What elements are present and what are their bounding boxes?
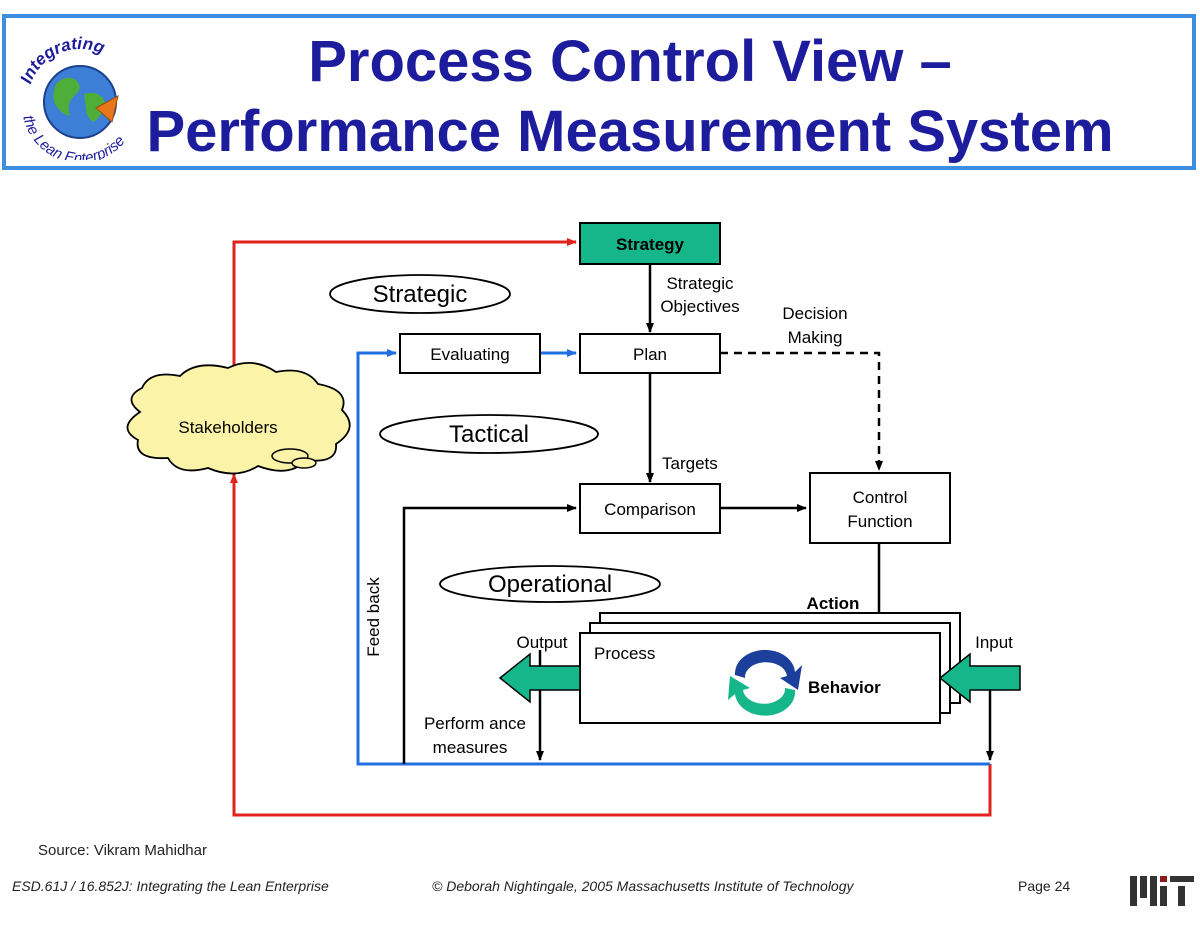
stakeholder-loop-top	[232, 238, 577, 386]
plan-label: Plan	[633, 345, 667, 364]
strategic-level-ellipse	[329, 274, 511, 314]
plan-box	[579, 333, 721, 374]
output-arrow	[498, 652, 581, 704]
targets-label: Targets	[662, 454, 718, 473]
behavior-label: Behavior	[808, 678, 881, 697]
feedback-to-comparison-arrow	[402, 504, 577, 764]
strategic-objectives-label-line1: Strategic	[666, 274, 734, 293]
cycle-icon	[728, 649, 802, 716]
slide-title-line-2: Performance Measurement System	[146, 99, 1114, 164]
mit-logo	[1130, 876, 1194, 906]
integrating-lean-enterprise-logo: Integrating the Lean Enterprise	[16, 34, 128, 160]
comparison-label: Comparison	[604, 500, 696, 519]
control-function-box	[809, 472, 951, 544]
input-label: Input	[975, 633, 1013, 652]
process-label: Process	[594, 644, 655, 663]
tactical-level-ellipse	[379, 414, 599, 454]
evaluating-box	[399, 333, 541, 374]
copyright-label: © Deborah Nightingale, 2005 Massachusett…	[432, 878, 854, 894]
strategy-label: Strategy	[616, 235, 685, 254]
performance-measures-label-line2: measures	[433, 738, 508, 757]
decision-making-label-line1: Decision	[782, 304, 847, 323]
evaluating-label: Evaluating	[430, 345, 509, 364]
control-function-label-line2: Function	[847, 512, 912, 531]
operational-level-ellipse	[439, 565, 661, 603]
slide-title-line-1: Process Control View –	[308, 29, 952, 94]
strategic-objectives-label-line2: Objectives	[660, 297, 739, 316]
strategy-box	[579, 222, 721, 265]
feedback-loop	[356, 349, 990, 766]
stakeholders-label: Stakeholders	[178, 418, 277, 437]
output-label: Output	[516, 633, 567, 652]
performance-measures-label-line1: Perform ance	[424, 714, 526, 733]
course-label: ESD.61J / 16.852J: Integrating the Lean …	[12, 878, 329, 894]
tactical-level-label: Tactical	[449, 421, 529, 448]
control-function-label-line1: Control	[853, 488, 908, 507]
decision-making-label-line2: Making	[788, 328, 843, 347]
decision-making-dashed-arrow	[720, 351, 883, 471]
feed-back-label: Feed back	[364, 577, 383, 657]
strategic-level-label: Strategic	[373, 281, 468, 308]
title-band	[2, 14, 1196, 170]
action-label: Action	[807, 594, 860, 613]
stakeholder-loop-bottom	[230, 473, 992, 817]
operational-level-label: Operational	[488, 571, 612, 598]
source-note: Source: Vikram Mahidhar	[38, 842, 207, 859]
stakeholders-cloud	[126, 362, 351, 475]
input-arrow	[938, 652, 1021, 704]
comparison-box	[579, 483, 721, 534]
page-number: Page 24	[1018, 878, 1071, 894]
